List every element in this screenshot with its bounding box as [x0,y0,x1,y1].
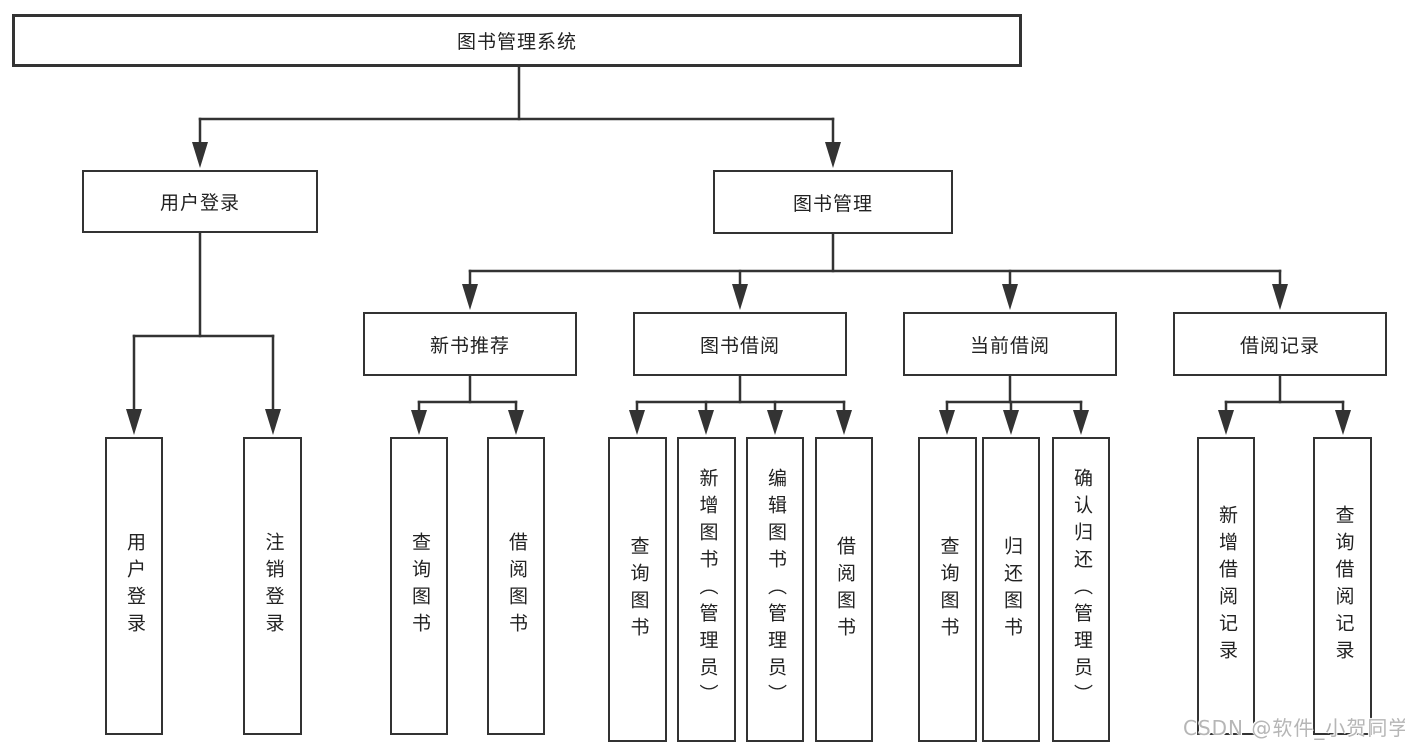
leaf-borrow-add-book-admin: 新增图书（管理员） [677,437,736,742]
connector-borrow-records-children [1218,374,1351,435]
leaf-user-login-label: 用户登录 [123,532,146,640]
leaf-record-query-record-label: 查询借阅记录 [1332,505,1355,667]
connector-book-borrow-children [629,374,852,435]
leaf-borrow-borrow-book: 借阅图书 [815,437,873,742]
connector-new-book-children [411,374,524,435]
node-new-book-recommend: 新书推荐 [363,312,577,376]
node-book-management-label: 图书管理 [792,192,873,215]
leaf-borrow-query-book-label: 查询图书 [627,535,650,644]
leaf-record-add-record: 新增借阅记录 [1197,437,1255,735]
node-borrow-records: 借阅记录 [1173,312,1387,376]
leaf-borrow-add-book-admin-label: 新增图书（管理员） [696,468,719,711]
leaf-current-query-book: 查询图书 [918,437,977,742]
leaf-current-return-book-label: 归还图书 [1000,535,1023,644]
leaf-current-query-book-label: 查询图书 [937,535,960,644]
leaf-logout: 注销登录 [243,437,302,735]
node-current-borrow: 当前借阅 [903,312,1117,376]
node-book-management: 图书管理 [713,170,953,234]
node-book-borrow-label: 图书借阅 [699,334,780,357]
leaf-borrow-edit-book-admin: 编辑图书（管理员） [746,437,804,742]
leaf-newbook-query-book: 查询图书 [390,437,448,735]
connector-current-borrow-children [939,374,1089,435]
node-borrow-records-label: 借阅记录 [1239,334,1320,357]
connector-root-to-level2 [192,65,841,168]
node-book-borrow: 图书借阅 [633,312,847,376]
leaf-newbook-query-book-label: 查询图书 [408,532,431,640]
leaf-current-confirm-return-admin: 确认归还（管理员） [1052,437,1110,742]
leaf-record-add-record-label: 新增借阅记录 [1215,505,1238,667]
csdn-watermark: CSDN @软件_小贺同学 [1183,716,1405,740]
leaf-logout-label: 注销登录 [262,532,285,640]
leaf-current-confirm-return-admin-label: 确认归还（管理员） [1070,468,1093,711]
node-current-borrow-label: 当前借阅 [969,334,1050,357]
leaf-borrow-borrow-book-label: 借阅图书 [833,535,856,644]
node-user-login-label: 用户登录 [159,192,240,214]
node-user-login: 用户登录 [82,170,318,233]
leaf-borrow-edit-book-admin-label: 编辑图书（管理员） [764,468,787,711]
leaf-record-query-record: 查询借阅记录 [1313,437,1372,735]
leaf-newbook-borrow-book: 借阅图书 [487,437,545,735]
leaf-user-login: 用户登录 [105,437,163,735]
connector-book-management-children [462,232,1288,310]
leaf-newbook-borrow-book-label: 借阅图书 [505,532,528,640]
leaf-borrow-query-book: 查询图书 [608,437,667,742]
connector-user-login-children [126,231,281,435]
node-new-book-recommend-label: 新书推荐 [429,334,510,357]
leaf-current-return-book: 归还图书 [982,437,1040,742]
node-root-label: 图书管理系统 [456,31,577,53]
node-root: 图书管理系统 [12,14,1022,67]
